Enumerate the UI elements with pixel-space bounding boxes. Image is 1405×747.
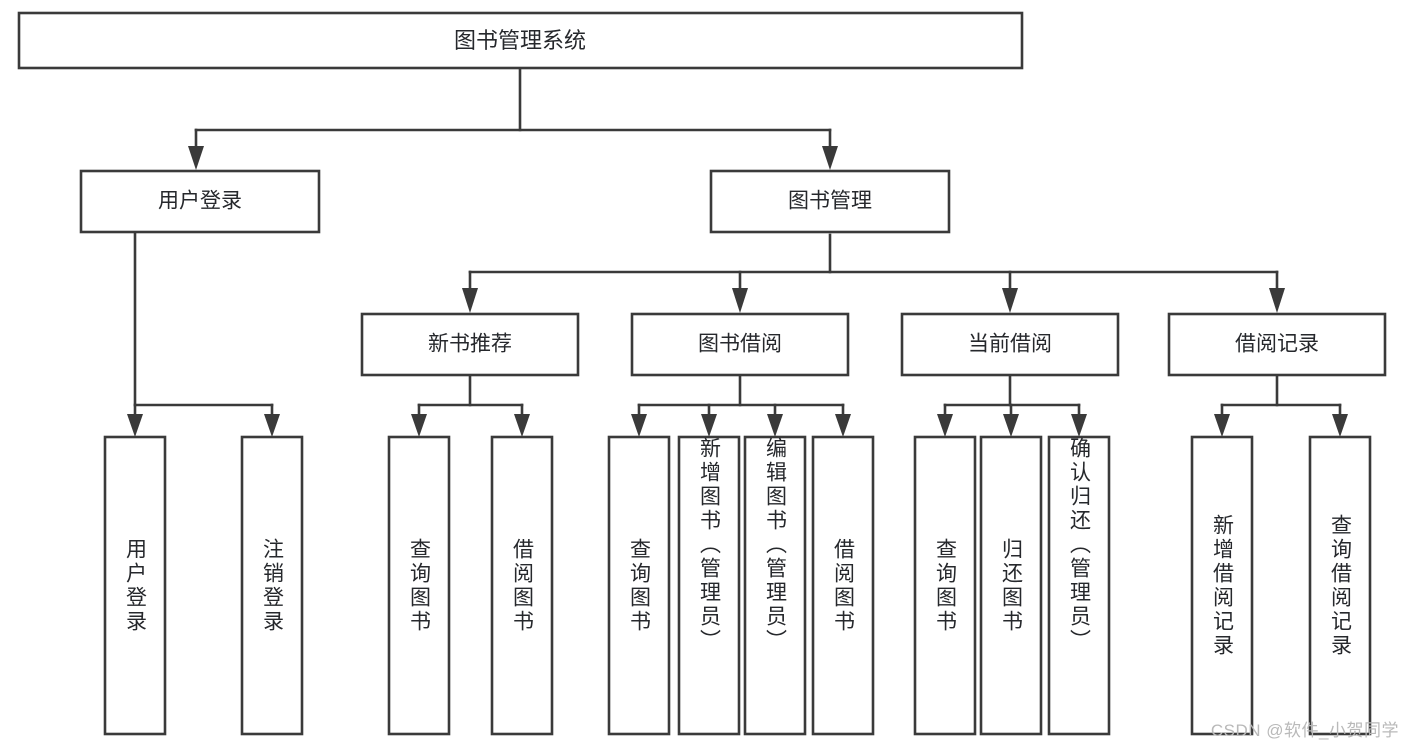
node-book-manage-box[interactable] bbox=[709, 169, 951, 234]
node-user-login-box[interactable] bbox=[79, 169, 321, 234]
node-root[interactable]: 图书管理系统 bbox=[17, 11, 1024, 70]
arrowhead-book-borrow bbox=[732, 288, 748, 313]
node-book-borrow-box[interactable] bbox=[630, 312, 850, 377]
arrowhead-new-book bbox=[462, 288, 478, 313]
node-new-book[interactable]: 新书推荐 bbox=[360, 312, 580, 377]
leaf-box-new-book-2[interactable] bbox=[490, 435, 554, 736]
connectors-current-borrow-to-leaves bbox=[937, 373, 1087, 437]
leaf-box-user-login-2[interactable] bbox=[240, 435, 304, 736]
node-borrow-record[interactable]: 借阅记录 bbox=[1167, 312, 1387, 377]
node-new-book-label: 新书推荐 bbox=[428, 333, 512, 356]
node-book-manage[interactable]: 图书管理 bbox=[709, 169, 951, 234]
node-book-borrow[interactable]: 图书借阅 bbox=[630, 312, 850, 377]
arrowhead-br-2 bbox=[1332, 414, 1348, 437]
leaf-box-book-borrow-2[interactable] bbox=[677, 435, 741, 736]
leaf-box-new-book-1[interactable] bbox=[387, 435, 451, 736]
leaf-box-borrow-record-1[interactable] bbox=[1190, 435, 1254, 736]
node-book-manage-label: 图书管理 bbox=[788, 190, 872, 213]
node-new-book-box[interactable] bbox=[360, 312, 580, 377]
leaf-box-user-login-1[interactable] bbox=[103, 435, 167, 736]
connectors-root-to-level2 bbox=[188, 66, 838, 170]
arrowhead-br-1 bbox=[1214, 414, 1230, 437]
connectors-borrow-record-to-leaves bbox=[1214, 373, 1348, 437]
leaf-box-book-borrow-4[interactable] bbox=[811, 435, 875, 736]
leaf-box-current-borrow-2[interactable] bbox=[979, 435, 1043, 736]
arrowhead-user-login bbox=[188, 146, 204, 170]
arrowhead-book-manage bbox=[822, 146, 838, 170]
arrowhead-nb-1 bbox=[411, 414, 427, 437]
connectors-user-login-to-leaves bbox=[127, 230, 280, 437]
arrowhead-cb-2 bbox=[1003, 414, 1019, 437]
arrowhead-ul-1 bbox=[127, 414, 143, 437]
arrowhead-nb-2 bbox=[514, 414, 530, 437]
leaf-boxes-new-book bbox=[387, 435, 554, 736]
csdn-watermark: CSDN @软件_小贺同学 bbox=[1210, 721, 1399, 740]
leaf-boxes-current-borrow bbox=[913, 435, 1111, 736]
connectors-book-manage-to-level3 bbox=[462, 233, 1285, 313]
arrowhead-bb-2 bbox=[701, 414, 717, 437]
arrowhead-cb-1 bbox=[937, 414, 953, 437]
arrowhead-ul-2 bbox=[264, 414, 280, 437]
connectors-new-book-to-leaves bbox=[411, 373, 530, 437]
leaf-boxes-user-login bbox=[103, 435, 304, 736]
leaf-boxes-book-borrow bbox=[607, 435, 875, 736]
node-borrow-record-label: 借阅记录 bbox=[1235, 333, 1319, 356]
arrowhead-bb-1 bbox=[631, 414, 647, 437]
node-current-borrow-box[interactable] bbox=[900, 312, 1120, 377]
arrowhead-borrow-record bbox=[1269, 288, 1285, 313]
node-user-login-label: 用户登录 bbox=[158, 190, 242, 213]
node-root-box[interactable] bbox=[17, 11, 1024, 70]
arrowhead-current-borrow bbox=[1002, 288, 1018, 313]
leaf-box-current-borrow-1[interactable] bbox=[913, 435, 977, 736]
node-current-borrow-label: 当前借阅 bbox=[968, 333, 1052, 356]
leaf-boxes-borrow-record bbox=[1190, 435, 1372, 736]
leaf-box-current-borrow-3[interactable] bbox=[1047, 435, 1111, 736]
node-user-login[interactable]: 用户登录 bbox=[79, 169, 321, 234]
connectors-book-borrow-to-leaves bbox=[631, 373, 851, 437]
node-root-label: 图书管理系统 bbox=[454, 28, 586, 53]
arrowhead-bb-4 bbox=[835, 414, 851, 437]
node-current-borrow[interactable]: 当前借阅 bbox=[900, 312, 1120, 377]
arrowhead-bb-3 bbox=[767, 414, 783, 437]
leaf-box-book-borrow-1[interactable] bbox=[607, 435, 671, 736]
node-book-borrow-label: 图书借阅 bbox=[698, 333, 782, 356]
leaf-box-borrow-record-2[interactable] bbox=[1308, 435, 1372, 736]
node-borrow-record-box[interactable] bbox=[1167, 312, 1387, 377]
leaf-box-book-borrow-3[interactable] bbox=[743, 435, 807, 736]
arrowhead-cb-3 bbox=[1071, 414, 1087, 437]
